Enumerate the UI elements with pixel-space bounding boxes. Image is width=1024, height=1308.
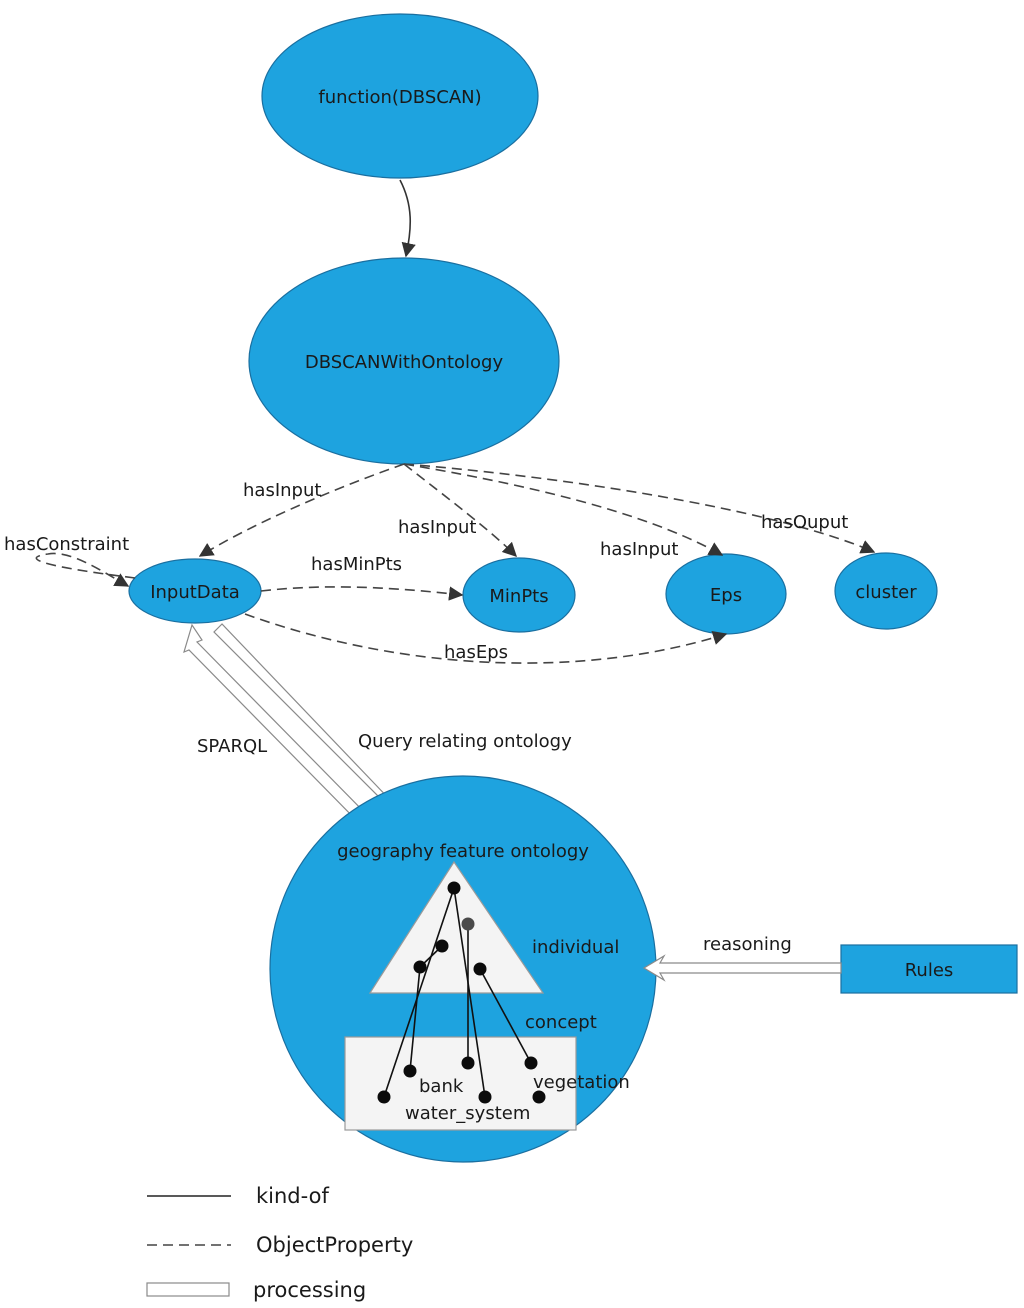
concept-dot [461,1056,475,1070]
node-input-data-label: InputData [150,582,240,603]
label-individual: individual [532,937,619,958]
edge-function-to-dbscan [399,179,416,258]
concept-box [344,1036,577,1131]
label-query-relating-ontology: Query relating ontology [358,731,572,752]
node-function-dbscan-label: function(DBSCAN) [318,87,481,108]
individual-dot [461,917,475,931]
individual-dot [413,960,427,974]
node-min-pts-label: MinPts [489,586,548,607]
processing-arrow-sparql [183,623,373,829]
concept-dot [524,1056,538,1070]
individual-triangle [368,860,545,994]
concept-dot [478,1090,492,1104]
node-input-data: InputData [128,558,262,624]
label-vegetation: vegetation [533,1072,630,1093]
processing-arrow-reasoning [642,954,842,982]
kind-of-line [409,966,421,1072]
individual-dot [435,939,449,953]
legend-processing-label: processing [253,1278,366,1302]
edge-has-input-inputdata [198,463,405,557]
label-concept: concept [525,1012,597,1033]
edge-has-input-minpts [403,463,518,558]
label-has-eps: hasEps [444,642,508,663]
node-dbscan-with-ontology: DBSCANWithOntology [248,257,560,465]
edge-has-constraint-loop [35,552,136,587]
node-cluster-label: cluster [855,582,917,603]
kind-of-line [383,887,455,1098]
label-has-min-pts: hasMinPts [311,554,402,575]
node-rules: Rules [840,944,1018,994]
label-water-system: water_system [405,1103,530,1124]
label-sparql: SPARQL [197,736,267,757]
node-geography-feature-ontology: geography feature ontology individual co… [269,775,657,1163]
node-min-pts: MinPts [462,557,576,633]
label-has-constraint: hasConstraint [4,534,129,555]
node-rules-label: Rules [905,960,954,981]
node-cluster: cluster [834,552,938,630]
label-has-output: hasOuput [761,512,848,533]
legend: kind-of ObjectProperty processing [146,1184,413,1302]
individual-dot [447,881,461,895]
legend-processing-shape [146,1282,230,1297]
ontology-title: geography feature ontology [337,841,589,862]
legend-kind-of-label: kind-of [256,1184,329,1208]
node-eps-label: Eps [710,585,742,606]
edge-has-eps [244,613,728,664]
node-dbscan-with-ontology-label: DBSCANWithOntology [305,352,504,373]
kind-of-line [453,887,486,1098]
individual-dot [473,962,487,976]
label-reasoning: reasoning [703,934,792,955]
label-bank: bank [419,1076,464,1097]
node-eps: Eps [665,553,787,635]
node-function-dbscan: function(DBSCAN) [261,13,539,179]
label-has-input-1: hasInput [243,480,321,501]
concept-dot [532,1090,546,1104]
legend-object-property-label: ObjectProperty [256,1233,413,1257]
label-has-input-3: hasInput [600,539,678,560]
kind-of-line [479,968,532,1064]
edge-has-output-cluster [403,463,876,554]
concept-dot [377,1090,391,1104]
label-has-input-2: hasInput [398,517,476,538]
concept-dot [403,1064,417,1078]
processing-arrow-query [213,623,403,816]
edge-has-min-pts [260,586,464,601]
edge-has-input-eps [403,463,724,556]
